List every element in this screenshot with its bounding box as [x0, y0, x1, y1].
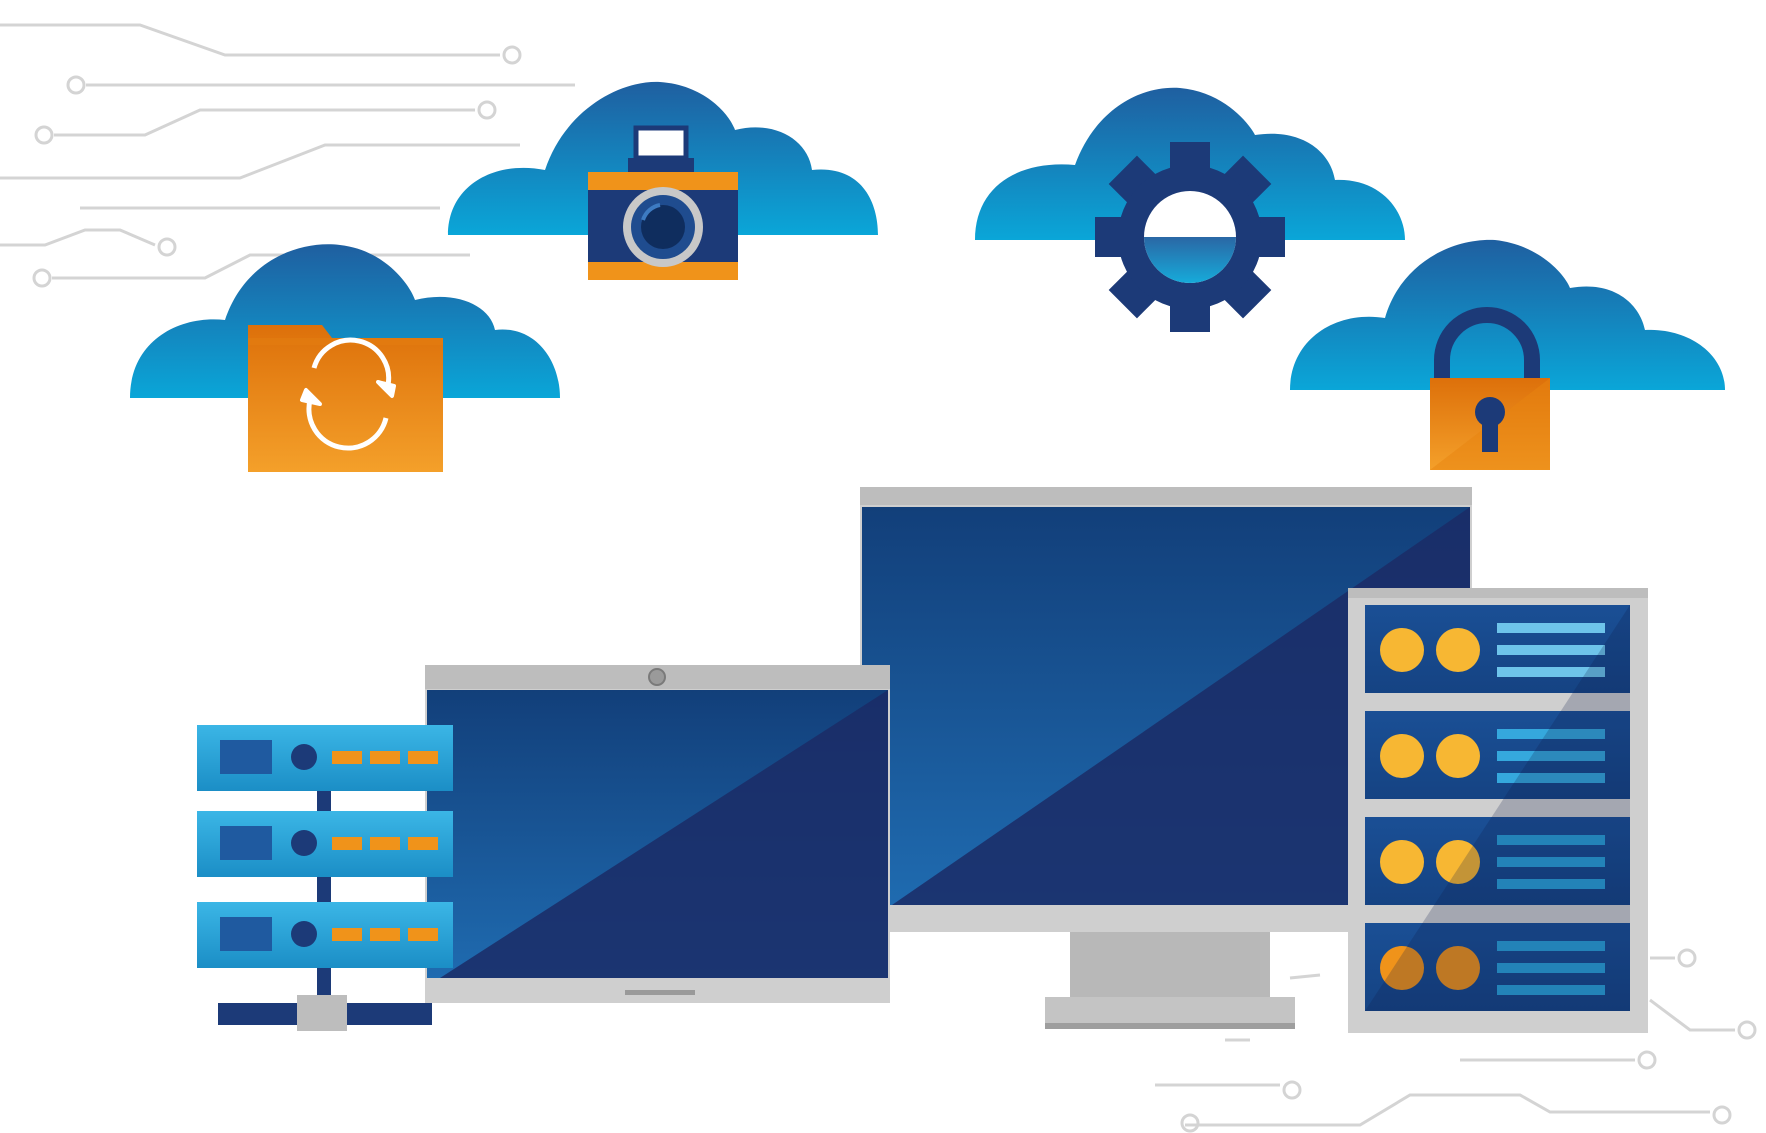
cabinet-unit [1365, 817, 1630, 905]
circuit-lines-bottom-right [1155, 948, 1757, 1133]
server-cabinet-right [1348, 588, 1648, 1033]
server-unit [197, 811, 453, 877]
cabinet-unit [1365, 605, 1630, 693]
padlock-icon [1430, 307, 1550, 470]
camera-icon [588, 125, 738, 280]
cloud-folder [130, 244, 560, 472]
server-unit [197, 902, 453, 968]
folder-sync-icon [248, 325, 443, 472]
laptop-screen [425, 665, 890, 1003]
server-rack-left [197, 725, 453, 1031]
gear-icon [1095, 142, 1285, 332]
cloud-gear [975, 87, 1405, 332]
cabinet-unit [1365, 711, 1630, 799]
cloud-padlock [1290, 239, 1725, 470]
circuit-lines-top-left [0, 23, 575, 288]
cabinet-unit [1365, 923, 1630, 1011]
cloud-shape [130, 244, 560, 398]
cloud-camera [448, 81, 878, 280]
webcam-icon [648, 668, 666, 686]
server-unit [197, 725, 453, 791]
